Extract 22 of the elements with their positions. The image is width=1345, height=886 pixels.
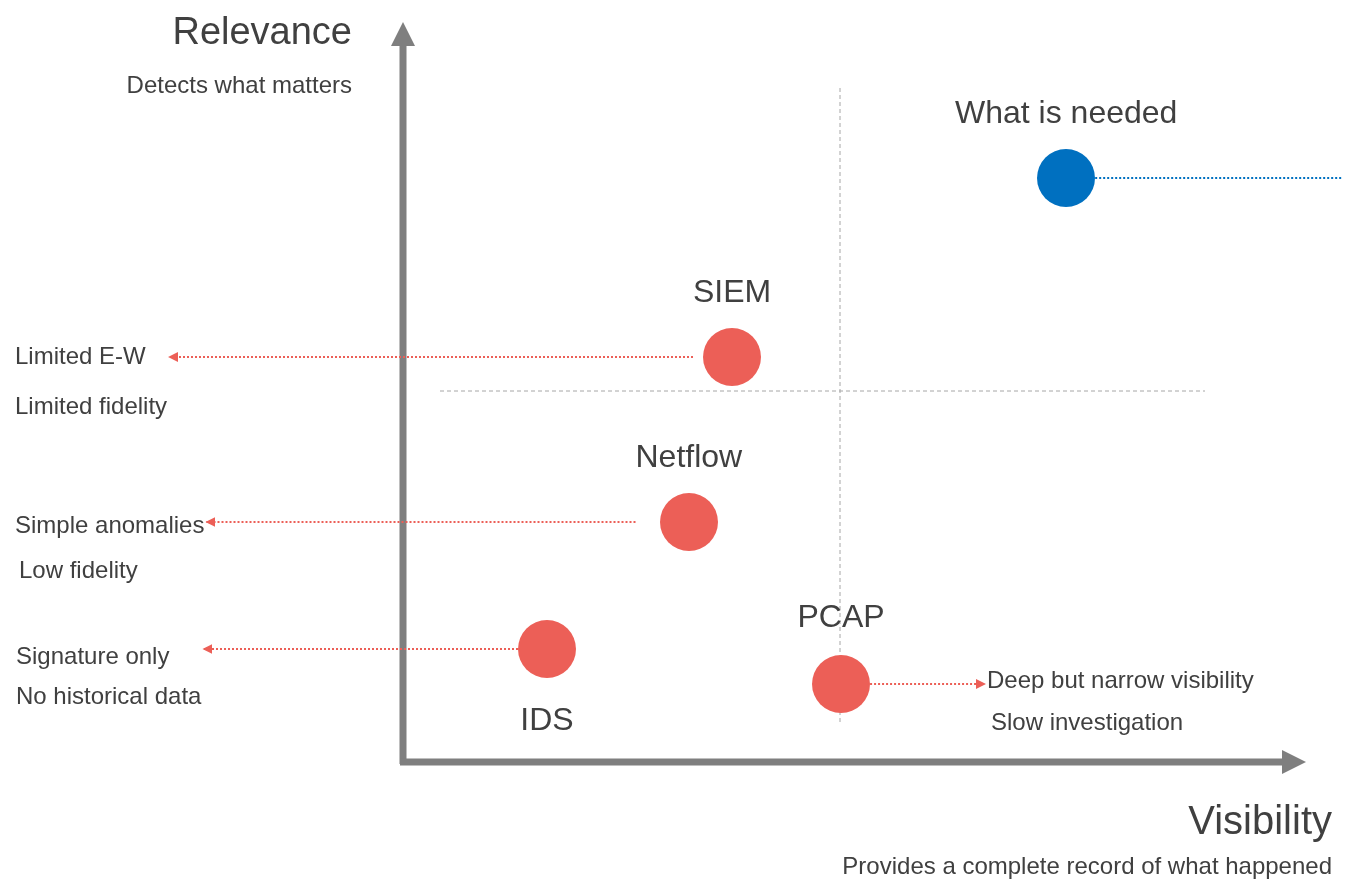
axis-title: Visibility xyxy=(1188,797,1332,844)
point-label: Netflow xyxy=(635,437,743,475)
point-label: What is needed xyxy=(955,93,1178,131)
annotation-text: Limited fidelity xyxy=(15,391,168,421)
axis-subtitle: Detects what matters xyxy=(126,70,352,100)
annotation-text: Slow investigation xyxy=(990,707,1185,737)
axis-title: Relevance xyxy=(172,9,352,55)
arrow xyxy=(168,352,694,362)
point-label: IDS xyxy=(520,700,574,738)
connector-line xyxy=(1094,177,1344,179)
annotation-text: Limited E-W xyxy=(15,341,147,371)
arrow xyxy=(205,517,637,527)
point-label: PCAP xyxy=(797,597,885,635)
annotation-text: No historical data xyxy=(16,681,202,711)
arrow xyxy=(202,644,519,654)
axis-subtitle: Provides a complete record of what happened xyxy=(842,851,1332,881)
point-label: SIEM xyxy=(693,272,772,310)
annotation-text: Simple anomalies xyxy=(15,510,205,540)
annotation-text: Low fidelity xyxy=(18,555,139,585)
annotation-text: Deep but narrow visibility xyxy=(987,665,1254,695)
arrow xyxy=(869,679,986,689)
annotation-text: Signature only xyxy=(16,641,171,671)
